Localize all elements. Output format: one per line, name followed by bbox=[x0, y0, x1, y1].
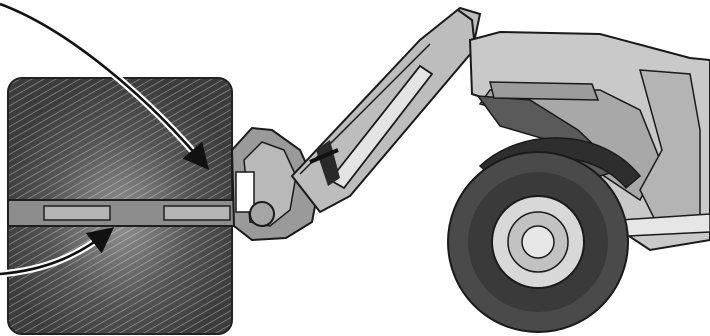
loader-boom bbox=[292, 8, 480, 212]
mounting-bar bbox=[8, 200, 270, 226]
front-wheel bbox=[448, 152, 628, 332]
